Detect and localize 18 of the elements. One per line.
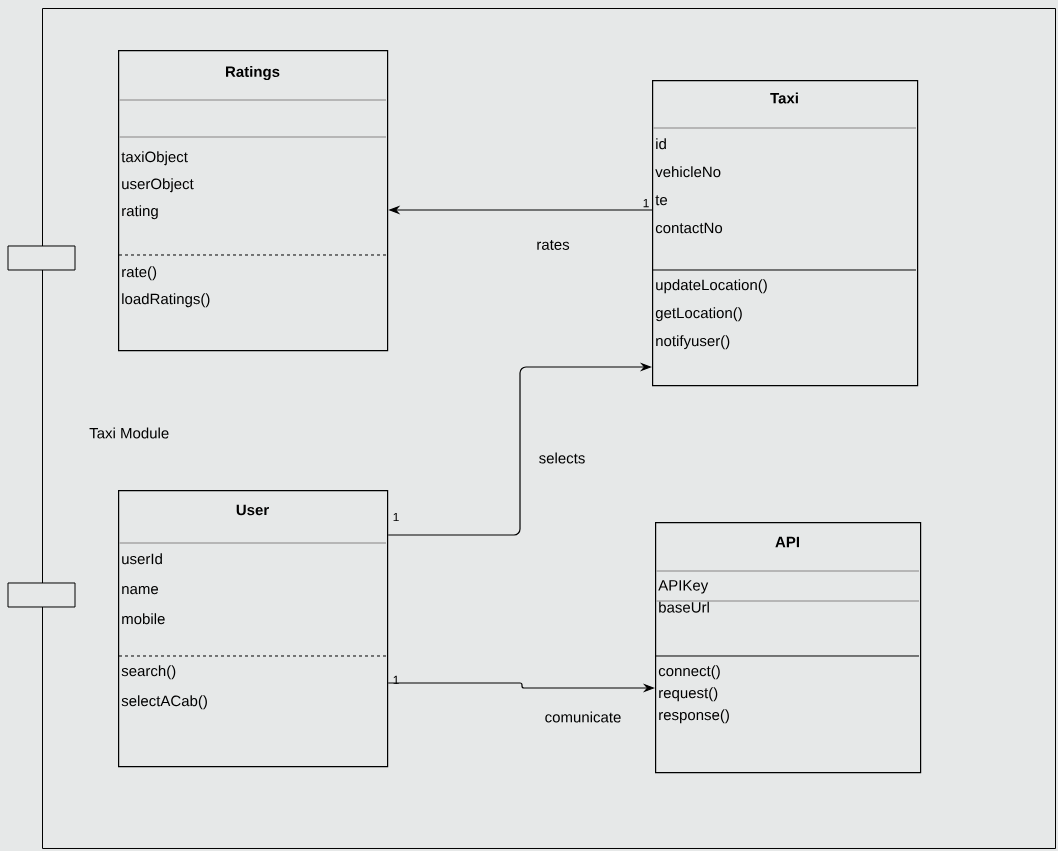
method-list: search() selectACab()	[121, 665, 207, 710]
method-list: connect() request() response()	[658, 665, 729, 724]
method-list: rate() loadRatings()	[122, 266, 210, 308]
attribute-list: id vehicleNo te contactNo	[655, 138, 723, 234]
module-name: Taxi Module	[89, 427, 169, 439]
class-name: Taxi	[770, 92, 798, 104]
class-name: API	[775, 536, 799, 548]
method-list: updateLocation() getLocation() notifyuser()	[655, 279, 767, 350]
class-name: Ratings	[226, 66, 280, 81]
multiplicity: 1	[643, 198, 649, 208]
attribute-list: taxiObject userObject rating	[121, 151, 194, 220]
edge-label: comunicate	[543, 710, 623, 724]
attribute-list: APIKey baseUrl	[658, 580, 709, 613]
attribute-list: userId name mobile	[122, 553, 165, 625]
multiplicity: 1	[393, 675, 399, 685]
edge-label: selects	[537, 451, 587, 465]
edge-label: rates	[535, 239, 571, 251]
class-name: User	[236, 504, 269, 516]
